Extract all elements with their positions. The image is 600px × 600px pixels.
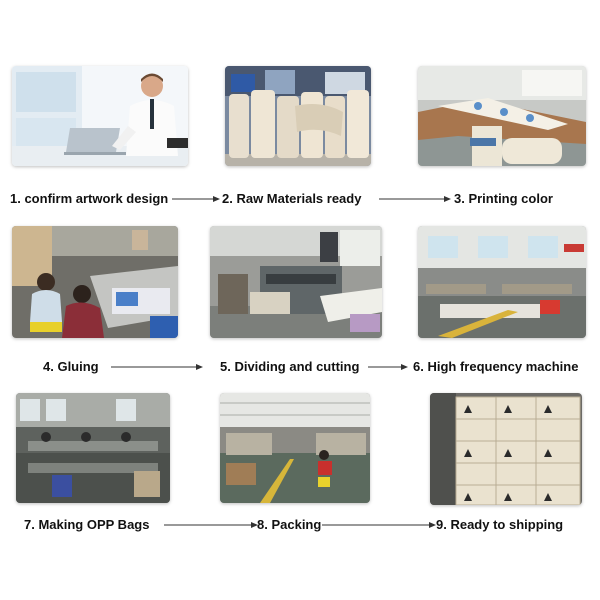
arrow-8-to-9 [322, 520, 436, 530]
step-5-label: 5. Dividing and cutting [220, 359, 360, 374]
step-6-label: 6. High frequency machine [413, 359, 579, 374]
printing-table-photo [418, 66, 586, 166]
gluing-workers-photo [12, 226, 178, 338]
step-1-label: 1. confirm artwork design [10, 191, 169, 206]
arrow-7-to-8 [164, 520, 258, 530]
factory-floor-photo [418, 226, 586, 338]
step-2-label: 2. Raw Materials ready [222, 191, 362, 206]
arrow-5-to-6 [368, 362, 408, 372]
step-7-label: 7. Making OPP Bags [24, 517, 150, 532]
step-3-label: 3. Printing color [454, 191, 553, 206]
bag-workshop-photo [16, 393, 170, 503]
carton-stack-photo [430, 393, 582, 505]
paper-rolls-photo [225, 66, 371, 166]
packing-hall-photo [220, 393, 370, 503]
step-9-label: 9. Ready to shipping [436, 517, 564, 532]
arrow-1-to-2 [172, 194, 220, 204]
cutting-machine-photo [210, 226, 382, 338]
arrow-2-to-3 [379, 194, 451, 204]
step-4-label: 4. Gluing [43, 359, 99, 374]
office-designer-photo [12, 66, 188, 166]
arrow-4-to-5 [111, 362, 203, 372]
step-8-label: 8. Packing [257, 517, 322, 532]
